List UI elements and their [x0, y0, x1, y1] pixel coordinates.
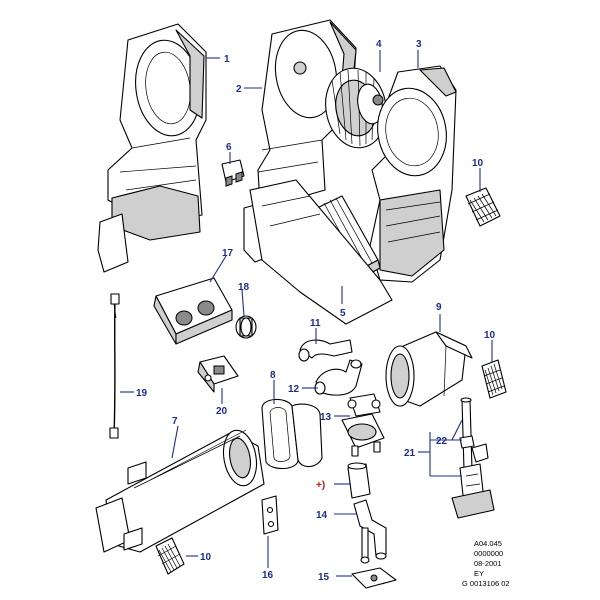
part-4-blower-wheel [325, 67, 387, 149]
part-12-y-connector [314, 359, 363, 396]
callout-4: 4 [376, 39, 382, 50]
callout-11: 11 [310, 318, 321, 329]
callout-21: 21 [404, 448, 416, 459]
part-16-bracket [261, 495, 279, 535]
callout-10-right: 10 [484, 330, 496, 341]
part-18-knob [235, 315, 257, 339]
callout-12: 12 [288, 384, 300, 395]
part-10-grille-top [465, 187, 501, 227]
callout-7: 7 [172, 416, 178, 427]
part-13-valve [341, 393, 385, 457]
callout-5: 5 [340, 308, 346, 319]
callout-2: 2 [236, 84, 242, 95]
part-11-hose [298, 339, 353, 362]
callout-10-bottom: 10 [200, 552, 212, 563]
part-plus-sleeve [347, 462, 371, 499]
callout-22: 22 [436, 436, 448, 447]
part-15-mount-plate [351, 567, 397, 589]
callout-9: 9 [436, 302, 442, 313]
callout-labels: 1 2 3 4 5 6 7 8 9 10 10 10 11 12 13 14 1… [136, 39, 496, 583]
ref-line-1: A04.045 [474, 539, 502, 548]
callout-3: 3 [416, 39, 422, 50]
part-10-grille-right [481, 359, 507, 399]
callout-19: 19 [136, 388, 148, 399]
leader-lines [120, 50, 493, 577]
callout-6: 6 [226, 142, 232, 153]
callout-10-top: 10 [472, 158, 484, 169]
callout-13: 13 [320, 412, 332, 423]
ref-line-4: EY [474, 569, 484, 578]
callout-plus: +) [316, 480, 325, 491]
part-1-left-housing [97, 23, 207, 273]
housing-lower-tray [249, 179, 393, 325]
ref-line-2: 0000000 [474, 549, 503, 558]
callout-14: 14 [316, 510, 328, 521]
reference-block: A04.045 0000000 08-2001 EY G 0013106 02 [462, 539, 510, 588]
callout-8: 8 [270, 370, 276, 381]
part-20-switch-module [197, 355, 239, 393]
callout-1: 1 [224, 54, 230, 65]
callout-15: 15 [318, 572, 330, 583]
part-17-control-bezel [153, 277, 233, 345]
part-9-duct [385, 331, 473, 407]
callout-17: 17 [222, 248, 234, 259]
part-7-heater-duct [95, 429, 265, 553]
ref-line-5: G 0013106 02 [462, 579, 510, 588]
callout-20: 20 [216, 406, 228, 417]
ref-line-3: 08-2001 [474, 559, 502, 568]
part-21-actuator-assembly [451, 397, 495, 519]
part-14-pipe [353, 499, 387, 564]
part-3-right-housing [369, 65, 457, 283]
callout-16: 16 [262, 570, 274, 581]
part-10-grille-bottom [155, 537, 185, 575]
part-8-gasket [261, 398, 323, 470]
part-19-cable [109, 293, 120, 439]
callout-18: 18 [238, 282, 250, 293]
part-6-clip [221, 159, 245, 187]
